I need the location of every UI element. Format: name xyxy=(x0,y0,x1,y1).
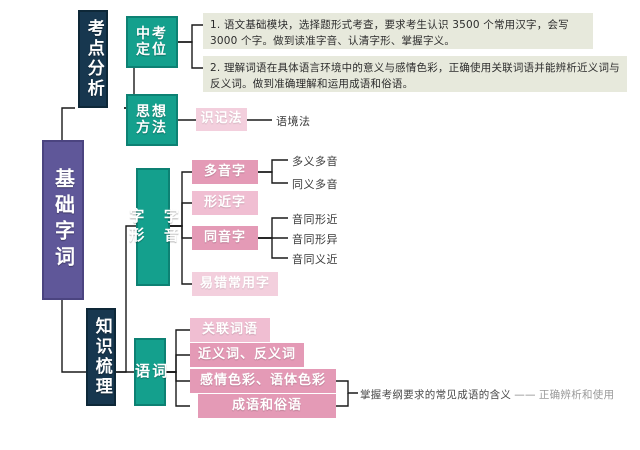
node-label-memory-method: 识记法 xyxy=(200,111,243,127)
branch-node-label-review: 知识梳理 xyxy=(91,317,112,397)
leaf-label-homo-diff-form: 音同形异 xyxy=(292,233,338,246)
leaf-homophone-similar-meaning[interactable]: 音同义近 xyxy=(292,251,338,267)
node-synonyms-antonyms[interactable]: 近义词、反义词 xyxy=(190,343,304,367)
tail-note-idiom-requirement: 掌握考纲要求的常见成语的含义——正确辨析和使用 xyxy=(360,387,614,402)
root-node-label: 基础字词 xyxy=(51,168,76,272)
node-label-linking-words: 关联词语 xyxy=(201,321,258,337)
leaf-multi-meaning-polyphone[interactable]: 多义多音 xyxy=(292,153,338,169)
node-polyphone[interactable]: 多音字 xyxy=(192,160,258,184)
node-emotional-stylistic-color[interactable]: 感情色彩、语体色彩 xyxy=(190,369,336,393)
description-block-2: 2. 理解词语在具体语言环境中的意义与感情色彩，正确使用关联词语并能辨析近义词与… xyxy=(203,56,627,92)
branch-node-exam-point-analysis[interactable]: 考点分析 xyxy=(78,10,108,108)
node-label-polyphone: 多音字 xyxy=(203,163,246,179)
node-homophone[interactable]: 同音字 xyxy=(192,226,258,250)
tail-note-trailing: 正确辨析和使用 xyxy=(538,389,615,401)
node-label-color-tone: 感情色彩、语体色彩 xyxy=(199,372,326,388)
branch-node-label-analysis: 考点分析 xyxy=(83,19,104,99)
node-label-homophone: 同音字 xyxy=(203,229,246,245)
node-label-error-prone: 易错常用字 xyxy=(199,275,270,291)
node-memory-method[interactable]: 识记法 xyxy=(196,108,247,131)
branch-node-knowledge-review[interactable]: 知识梳理 xyxy=(86,308,116,406)
node-idioms-and-proverbs[interactable]: 成语和俗语 xyxy=(198,394,336,418)
leaf-label-same-meaning: 同义多音 xyxy=(292,178,338,191)
root-node-basic-characters-words[interactable]: 基础字词 xyxy=(42,140,84,300)
leaf-label-homo-similar-meaning: 音同义近 xyxy=(292,253,338,266)
description-text-2: 2. 理解词语在具体语言环境中的意义与感情色彩，正确使用关联词语并能辨析近义词与… xyxy=(210,62,620,91)
node-exam-position[interactable]: 中考 定位 xyxy=(126,16,178,68)
leaf-label-multi-meaning: 多义多音 xyxy=(292,155,338,168)
leaf-homophone-similar-form[interactable]: 音同形近 xyxy=(292,211,338,227)
node-label-exam-position: 中考 定位 xyxy=(136,25,168,58)
leaf-context-method[interactable]: 语境法 xyxy=(276,113,311,129)
node-label-similar-form: 形近字 xyxy=(203,194,246,210)
leaf-label-context-method: 语境法 xyxy=(276,115,311,128)
node-words[interactable]: 词 语 xyxy=(133,338,169,406)
leaf-label-homo-similar-form: 音同形近 xyxy=(292,213,338,226)
node-label-words: 词 语 xyxy=(133,362,169,382)
node-label-pronunciation-form: 字音 字形 xyxy=(127,208,180,246)
description-block-1: 1. 语文基础模块，选择题形式考查，要求考生认识 3500 个常用汉字，会写 3… xyxy=(203,13,593,49)
tail-note-separator: —— xyxy=(514,389,536,401)
node-similar-form-characters[interactable]: 形近字 xyxy=(192,191,258,215)
node-linking-words[interactable]: 关联词语 xyxy=(190,318,270,342)
node-thinking-method[interactable]: 思想 方法 xyxy=(126,94,178,146)
leaf-homophone-different-form[interactable]: 音同形异 xyxy=(292,231,338,247)
node-label-idiom-proverb: 成语和俗语 xyxy=(231,397,302,413)
node-error-prone-characters[interactable]: 易错常用字 xyxy=(192,272,278,296)
node-pronunciation-and-form[interactable]: 字音 字形 xyxy=(127,168,180,286)
node-label-thinking-method: 思想 方法 xyxy=(136,103,168,136)
leaf-same-meaning-polyphone[interactable]: 同义多音 xyxy=(292,176,338,192)
description-text-1: 1. 语文基础模块，选择题形式考查，要求考生认识 3500 个常用汉字，会写 3… xyxy=(210,19,569,48)
tail-note-main: 掌握考纲要求的常见成语的含义 xyxy=(360,389,512,401)
node-label-synonyms-antonyms: 近义词、反义词 xyxy=(197,346,296,362)
